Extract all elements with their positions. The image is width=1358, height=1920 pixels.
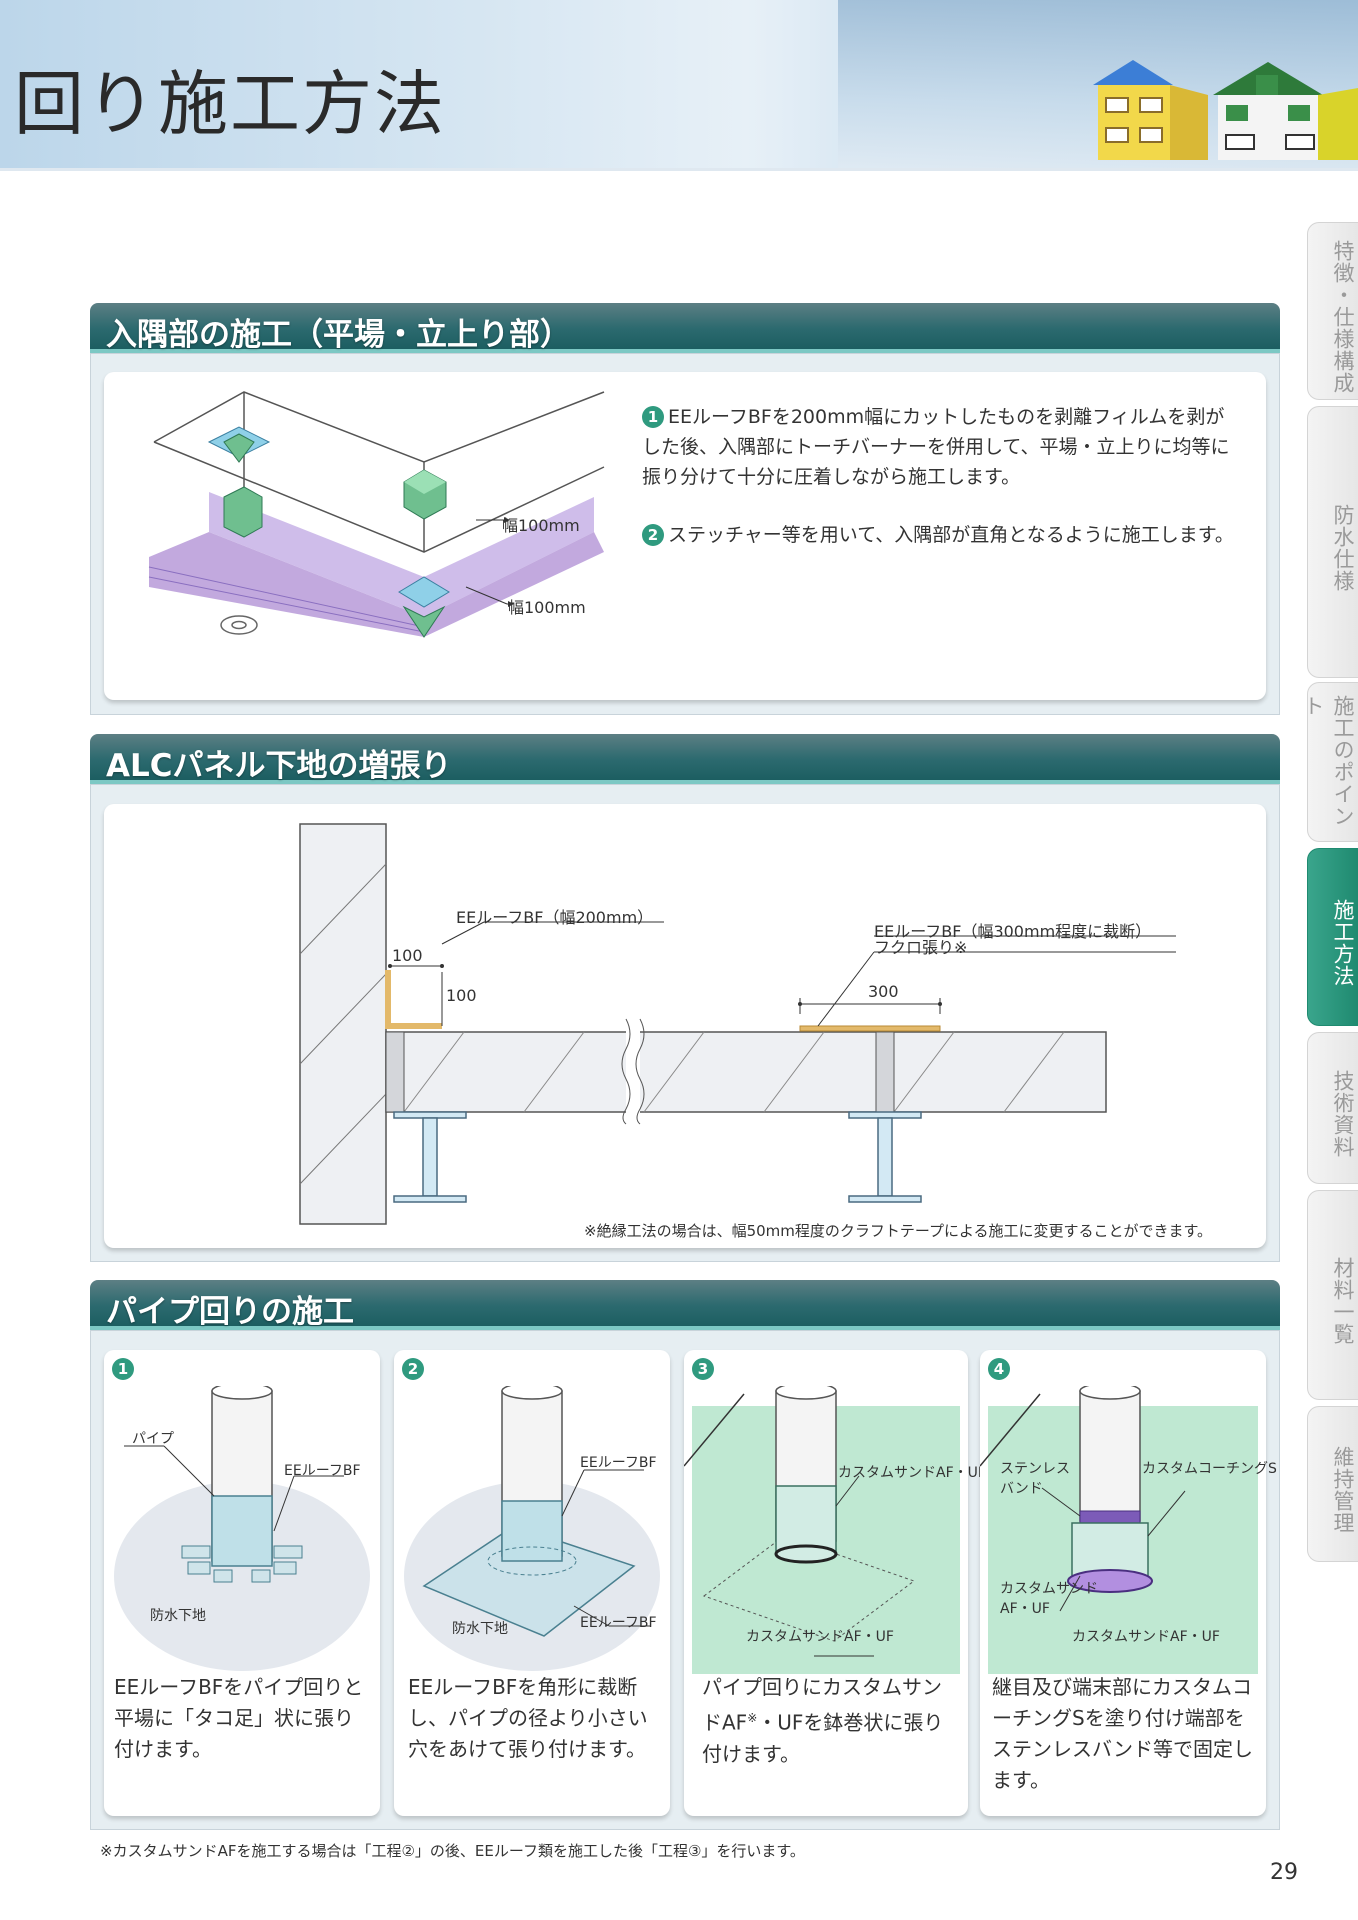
label-ee-roof: EEルーフBF bbox=[284, 1463, 361, 1479]
dim-300: 300 bbox=[868, 982, 899, 1001]
inner-corner-diagram bbox=[148, 391, 605, 638]
side-tab-construction-points[interactable]: 施工のポイント bbox=[1301, 682, 1358, 842]
section-header-alc: ALCパネル下地の増張り bbox=[90, 734, 1280, 784]
pipe-step1-number: 1 bbox=[112, 1358, 134, 1380]
pipe-step2-number: 2 bbox=[402, 1358, 424, 1380]
pipe-step3-panel: 3 カスタムサンドAF・UF カスタムサンドAF・UF パイプ回りにカスタムサン… bbox=[684, 1350, 986, 1816]
houses-illustration bbox=[1093, 60, 1358, 160]
label-pipe: パイプ bbox=[132, 1431, 174, 1447]
dim-100-vertical: 100 bbox=[446, 986, 477, 1005]
page-header: 回り施工方法 bbox=[0, 0, 1358, 171]
pipe-step2-panel: 2 EEルーフBF 防水下地 EEルーフBF EEルーフBFを角形に裁断し、パイ… bbox=[394, 1350, 670, 1816]
section-title: 入隅部の施工（平場・立上り部） bbox=[106, 317, 571, 353]
section-header-pipe: パイプ回りの施工 bbox=[90, 1280, 1280, 1330]
alc-panel-diagram bbox=[299, 823, 1176, 1225]
step1-number: 1 bbox=[642, 406, 664, 428]
pipe-step2-desc: EEルーフBFを角形に裁断し、パイプの径より小さい穴をあけて張り付けます。 bbox=[408, 1675, 648, 1761]
footnote: ※カスタムサンドAFを施工する場合は「工程②」の後、EEルーフ類を施工した後「工… bbox=[100, 1842, 805, 1860]
label-substrate: 防水下地 bbox=[150, 1608, 206, 1624]
section-header-inner-corner: 入隅部の施工（平場・立上り部） bbox=[90, 303, 1280, 353]
side-tab-features[interactable]: 特徴・仕様構成 bbox=[1307, 222, 1358, 400]
label-ee-roof-200: EEルーフBF（幅200mm） bbox=[456, 908, 654, 927]
section-title: ALCパネル下地の増張り bbox=[106, 748, 452, 784]
label-custom-sand-lower: カスタムサンドAF・UF bbox=[746, 1629, 894, 1645]
pipe-step4-panel: 4 ステンレスバンド カスタムコーチングS カスタムサンドAF・UF カスタムサ… bbox=[980, 1350, 1277, 1816]
label-custom-sand-left: カスタムサンドAF・UF bbox=[1000, 1581, 1098, 1617]
page-title: 回り施工方法 bbox=[14, 63, 446, 145]
pipe-step1-diagram bbox=[114, 1386, 370, 1671]
label-ee-roof-upper: EEルーフBF bbox=[580, 1455, 657, 1471]
pipe-step4-number: 4 bbox=[988, 1358, 1010, 1380]
side-tab-construction-method[interactable]: 施工方法 bbox=[1307, 848, 1358, 1026]
label-width-100-upper: 幅100mm bbox=[502, 516, 580, 535]
panel-alc: EEルーフBF（幅200mm） 100 100 EEルーフBF（幅300mm程度… bbox=[104, 804, 1266, 1248]
label-bag-applied: フクロ張り※ bbox=[874, 938, 968, 957]
page-number: 29 bbox=[1270, 1860, 1298, 1885]
side-tab-maintenance[interactable]: 維持管理 bbox=[1307, 1406, 1358, 1562]
pipe-step3-desc: パイプ回りにカスタムサンドAF※・UFを鉢巻状に張り付けます。 bbox=[702, 1675, 944, 1766]
label-custom-sand-lower: カスタムサンドAF・UF bbox=[1072, 1629, 1220, 1645]
pipe-step3-diagram bbox=[684, 1386, 960, 1674]
pipe-step4-desc: 継目及び端末部にカスタムコーチングSを塗り付け端部をステンレスバンド等で固定しま… bbox=[992, 1675, 1253, 1792]
pipe-step1-panel: 1 パイプ EEルーフBF 防水下地 EEルーフBFをパイプ回りと平場に「タコ足… bbox=[104, 1350, 380, 1816]
pipe-step3-number: 3 bbox=[692, 1358, 714, 1380]
label-ee-roof-lower: EEルーフBF bbox=[580, 1615, 657, 1631]
label-stainless-band: ステンレスバンド bbox=[1000, 1461, 1070, 1497]
pipe-step4-diagram bbox=[980, 1386, 1258, 1674]
label-width-100-lower: 幅100mm bbox=[508, 598, 586, 617]
pipe-step1-desc: EEルーフBFをパイプ回りと平場に「タコ足」状に張り付けます。 bbox=[114, 1675, 364, 1761]
dim-100-horizontal: 100 bbox=[392, 946, 423, 965]
label-custom-coating: カスタムコーチングS bbox=[1142, 1461, 1277, 1477]
section-title: パイプ回りの施工 bbox=[106, 1294, 354, 1330]
alc-note: ※絶縁工法の場合は、幅50mm程度のクラフトテープによる施工に変更することができ… bbox=[584, 1222, 1213, 1240]
step2-number: 2 bbox=[642, 524, 664, 546]
label-substrate: 防水下地 bbox=[452, 1621, 508, 1637]
pipe-step2-diagram bbox=[404, 1386, 660, 1671]
side-tab-materials-list[interactable]: 材料一覧 bbox=[1307, 1190, 1358, 1400]
label-custom-sand: カスタムサンドAF・UF bbox=[838, 1465, 986, 1481]
side-tab-technical-data[interactable]: 技術資料 bbox=[1307, 1032, 1358, 1184]
side-tab-waterproof-spec[interactable]: 防水仕様 bbox=[1307, 406, 1358, 678]
label-ee-roof-300: EEルーフBF（幅300mm程度に裁断） bbox=[874, 922, 1152, 941]
